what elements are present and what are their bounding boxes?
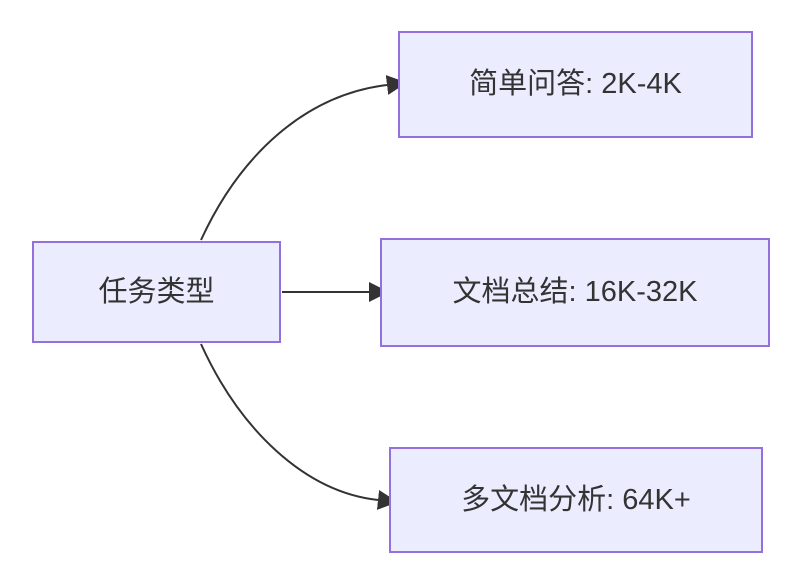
node-multi-doc-analysis: 多文档分析: 64K+ [389,447,763,553]
node-task-type-label: 任务类型 [98,275,215,308]
node-task-type: 任务类型 [32,241,281,343]
node-doc-summary: 文档总结: 16K-32K [380,238,770,347]
node-multi-doc-analysis-label: 多文档分析: 64K+ [461,483,691,516]
edge-task-type-to-simple-qa [200,75,407,241]
node-simple-qa-label: 简单问答: 2K-4K [469,68,682,101]
edge-task-type-to-multi-doc-analysis [200,343,398,510]
node-doc-summary-label: 文档总结: 16K-32K [452,276,698,309]
node-simple-qa: 简单问答: 2K-4K [398,31,753,138]
